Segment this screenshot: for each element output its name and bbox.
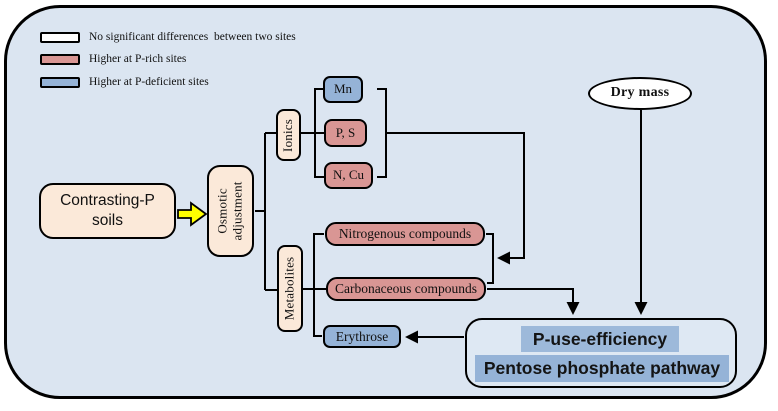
node-metabolites: Metabolites bbox=[277, 245, 303, 332]
legend-label: Higher at P-rich sites bbox=[89, 53, 187, 65]
node-p-s: P, S bbox=[324, 119, 367, 147]
legend-item-no-difference: No significant differences between two s… bbox=[40, 30, 296, 44]
node-erythrose: Erythrose bbox=[323, 325, 401, 348]
node-dry-mass: Dry mass bbox=[588, 77, 692, 110]
carbonaceous-to-pbox-arrow bbox=[487, 288, 580, 315]
node-carbonaceous-compounds: Carbonaceous compounds bbox=[326, 277, 486, 301]
node-mn: Mn bbox=[323, 76, 363, 103]
node-osmotic-adjustment: Osmotic adjustment bbox=[207, 165, 254, 257]
node-outcome-box: P-use-efficiency Pentose phosphate pathw… bbox=[465, 318, 737, 388]
legend-swatch-pink bbox=[40, 53, 80, 65]
legend-swatch-blue bbox=[40, 76, 80, 88]
legend-swatch-white bbox=[40, 31, 80, 43]
ionics-label: Ionics bbox=[280, 118, 296, 152]
legend-item-p-deficient: Higher at P-deficient sites bbox=[40, 75, 209, 89]
p-use-efficiency-label: P-use-efficiency bbox=[521, 326, 679, 352]
osmotic-adjustment-label: Osmotic adjustment bbox=[214, 181, 245, 241]
legend-item-p-rich: Higher at P-rich sites bbox=[40, 52, 186, 66]
ionics-to-metabolites-arrow bbox=[386, 132, 525, 265]
yellow-block-arrow-icon bbox=[177, 201, 208, 227]
legend-label: No significant differences between two s… bbox=[89, 31, 296, 43]
compounds-right-bracket bbox=[486, 233, 494, 284]
node-ionics: Ionics bbox=[276, 109, 301, 161]
metabolites-left-bracket bbox=[313, 233, 324, 337]
node-n-cu: N, Cu bbox=[324, 162, 373, 189]
ionics-right-bracket bbox=[377, 88, 387, 178]
osmotic-branch-line bbox=[255, 132, 277, 291]
ionics-left-bracket bbox=[314, 88, 324, 178]
metabolites-label: Metabolites bbox=[281, 256, 297, 321]
node-contrasting-p-soils: Contrasting-P soils bbox=[39, 183, 176, 239]
legend-label: Higher at P-deficient sites bbox=[89, 76, 209, 88]
node-nitrogenous-compounds: Nitrogenous compounds bbox=[325, 222, 485, 246]
pentose-phosphate-pathway-label: Pentose phosphate pathway bbox=[475, 355, 729, 382]
